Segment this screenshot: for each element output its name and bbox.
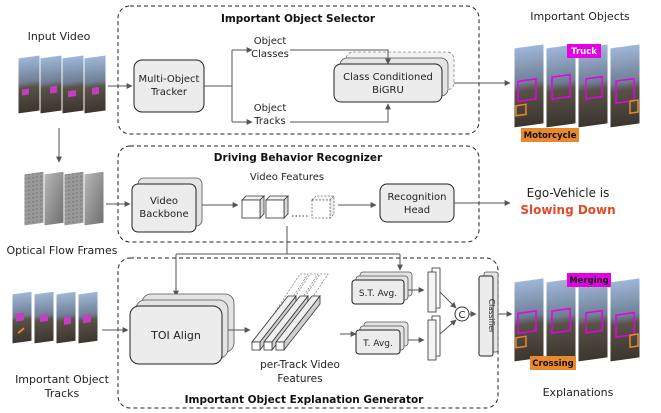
selector-panel: [117, 5, 480, 135]
toi-align-label: TOI Align: [150, 329, 201, 342]
recognition-head-box: [379, 183, 455, 223]
motorcycle-tag-label: Motorcycle: [524, 131, 577, 141]
object-tracks-label-line2: Tracks: [253, 116, 285, 127]
object-tracks-label-line1: Object: [254, 103, 287, 114]
video-features-cubes: [241, 195, 335, 219]
backbone-label-line2: Backbone: [139, 209, 188, 220]
multi-object-tracker-box: [133, 59, 205, 113]
input-video-label: Input Video: [28, 30, 91, 43]
explanation-frames: [513, 277, 641, 363]
toi-align-box: [129, 305, 223, 365]
recognition-head-label-line2: Head: [404, 205, 430, 216]
bigru-label-line1: Class Conditioned: [343, 72, 433, 83]
merging-tag-label: Merging: [569, 276, 609, 286]
classifier-box: [478, 275, 494, 357]
bigru-box: [333, 63, 443, 103]
merging-tag: [567, 273, 611, 287]
recognizer-panel-title: Driving Behavior Recognizer: [214, 152, 383, 164]
motorcycle-tag: [521, 128, 579, 142]
object-classes-label-line1: Object: [254, 36, 287, 47]
feature-vectors: [427, 267, 441, 361]
object-classes-label-line2: Classes: [251, 49, 289, 60]
crossing-tag: [530, 356, 576, 370]
per-track-features: [251, 273, 329, 352]
per-track-features-label-line1: per-Track Video: [260, 359, 340, 371]
input-video-frames: [17, 54, 107, 115]
st-avg-label: S.T. Avg.: [359, 289, 397, 299]
backbone-label-line1: Video: [150, 196, 178, 207]
concat-symbol: C: [459, 310, 466, 321]
video-features-label: Video Features: [250, 172, 324, 183]
truck-tag-label: Truck: [571, 47, 597, 57]
tracker-label-line1: Multi-Object: [139, 74, 200, 85]
truck-tag: [567, 44, 601, 58]
explainer-panel-title: Important Object Explanation Generator: [185, 394, 425, 406]
st-avg-box: [351, 279, 405, 305]
video-backbone-box: [131, 183, 197, 233]
classifier-label: Classifier: [487, 299, 496, 334]
tracker-label-line2: Tracker: [150, 87, 188, 98]
ego-action-label: Slowing Down: [520, 203, 615, 217]
t-avg-box: [355, 329, 401, 355]
bigru-label-line2: BiGRU: [372, 85, 404, 96]
object-tracks-input-label-line2: Tracks: [44, 387, 80, 400]
important-objects-label: Important Objects: [530, 10, 630, 23]
recognizer-panel: [117, 145, 480, 243]
optical-flow-label: Optical Flow Frames: [7, 244, 118, 257]
explanations-label: Explanations: [543, 386, 614, 399]
recognition-head-label-line1: Recognition: [388, 192, 447, 203]
important-objects-frames: [513, 43, 641, 129]
ego-vehicle-label: Ego-Vehicle is: [527, 186, 610, 200]
object-tracks-input-label-line1: Important Object: [15, 373, 110, 386]
t-avg-label: T. Avg.: [362, 339, 393, 349]
crossing-tag-label: Crossing: [532, 359, 573, 369]
optical-flow-frames: [23, 170, 105, 227]
object-tracks-frames: [11, 290, 99, 345]
per-track-features-label-line2: Features: [277, 373, 322, 385]
selector-panel-title: Important Object Selector: [221, 13, 376, 25]
